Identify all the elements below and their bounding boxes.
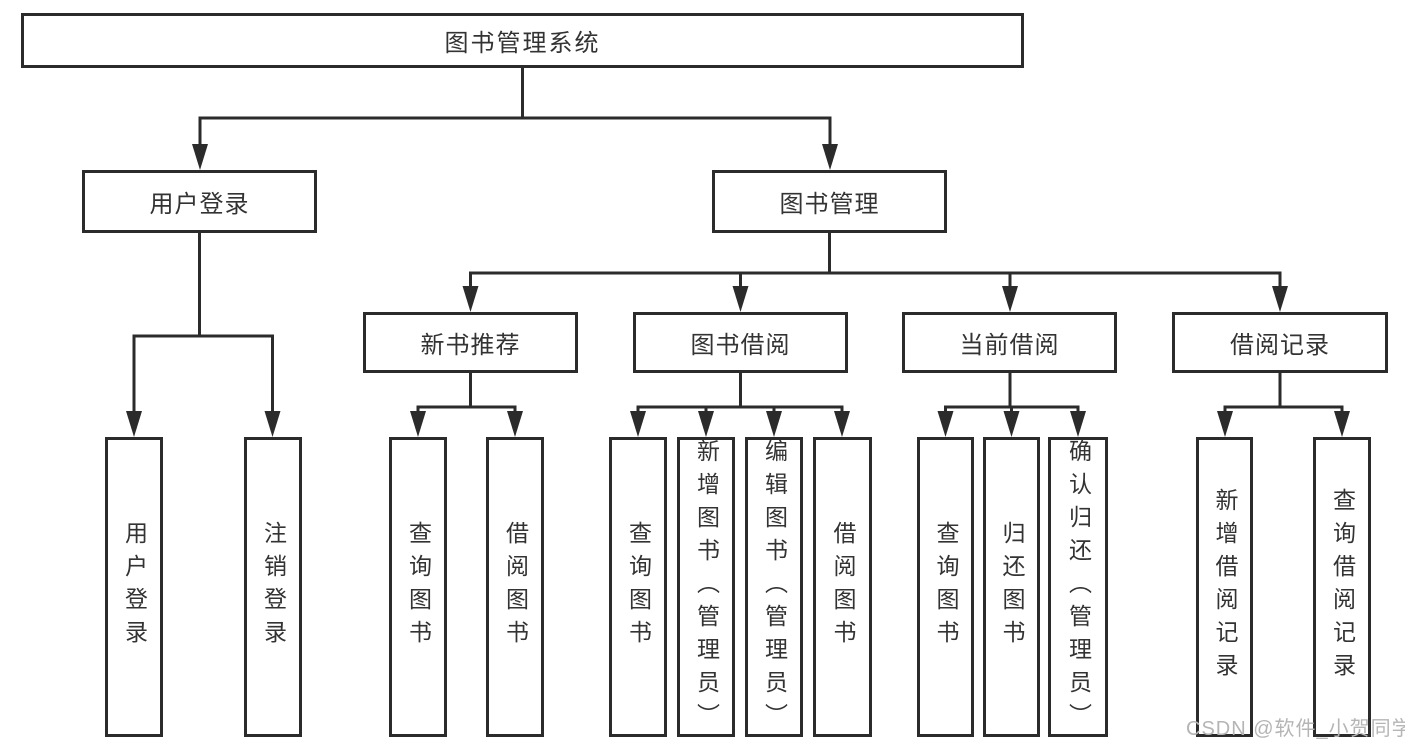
leaf-bb-add-books-admin: 新增图书（管理员） [677,437,735,737]
leaf-cb-return-books: 归还图书 [983,437,1040,737]
leaf-br-query-record: 查询借阅记录 [1313,437,1371,737]
arrowhead [192,144,208,170]
arrowhead [834,411,850,437]
leaf-logout: 注销登录 [244,437,302,737]
leaf-cb-query-books: 查询图书 [917,437,974,737]
leaf-br-add-record: 新增借阅记录 [1196,437,1253,737]
arrowhead [1334,411,1350,437]
leaf-nbr-query-books: 查询图书 [389,437,447,737]
node-book-borrowing: 图书借阅 [633,312,848,373]
leaf-bb-edit-books-admin-label: 编辑图书（管理员） [761,438,788,736]
arrowhead [1272,286,1288,312]
node-root-label: 图书管理系统 [444,30,601,57]
leaf-cb-confirm-return-admin: 确认归还（管理员） [1048,437,1108,737]
node-book-management: 图书管理 [712,170,947,233]
node-current-borrowing: 当前借阅 [902,312,1117,373]
node-user-login: 用户登录 [82,170,317,233]
node-root: 图书管理系统 [21,13,1024,68]
arrowhead [630,411,646,437]
arrowhead [766,411,782,437]
arrowhead [264,411,281,437]
leaf-bb-borrow-books-label: 借阅图书 [830,521,856,653]
leaf-nbr-query-books-label: 查询图书 [405,521,432,653]
leaf-bb-edit-books-admin: 编辑图书（管理员） [745,437,803,737]
node-book-borrowing-label: 图书借阅 [690,332,791,359]
watermark: CSDN @软件_小贺同学 [1186,718,1405,740]
leaf-logout-label: 注销登录 [260,521,287,653]
arrowhead [462,286,479,312]
leaf-cb-confirm-return-admin-label: 确认归还（管理员） [1065,438,1092,736]
node-book-management-label: 图书管理 [779,191,880,218]
leaf-nbr-borrow-books-label: 借阅图书 [502,521,529,653]
leaf-cb-return-books-label: 归还图书 [999,521,1025,653]
arrowhead [732,286,749,312]
arrowhead [937,411,954,437]
node-borrow-records-label: 借阅记录 [1230,332,1330,359]
node-new-book-recommend-label: 新书推荐 [420,332,521,359]
arrowhead [1002,286,1018,312]
leaf-cb-query-books-label: 查询图书 [933,521,959,653]
arrowhead [126,411,142,437]
leaf-bb-query-books: 查询图书 [609,437,667,737]
arrowhead [410,411,426,437]
leaf-bb-query-books-label: 查询图书 [625,521,652,653]
leaf-br-add-record-label: 新增借阅记录 [1212,488,1238,686]
leaf-nbr-borrow-books: 借阅图书 [486,437,544,737]
node-new-book-recommend: 新书推荐 [363,312,578,373]
node-user-login-label: 用户登录 [149,191,250,218]
leaf-user-login: 用户登录 [105,437,163,737]
leaf-bb-add-books-admin-label: 新增图书（管理员） [693,438,720,736]
arrowhead [1070,411,1086,437]
leaf-bb-borrow-books: 借阅图书 [813,437,872,737]
leaf-user-login-label: 用户登录 [121,521,148,653]
node-borrow-records: 借阅记录 [1172,312,1388,373]
arrowhead [1003,411,1020,437]
arrowhead [698,411,714,437]
arrowhead [822,144,838,170]
leaf-br-query-record-label: 查询借阅记录 [1329,488,1356,686]
node-current-borrowing-label: 当前借阅 [959,332,1060,359]
arrowhead [1217,411,1233,437]
arrowhead [507,411,523,437]
